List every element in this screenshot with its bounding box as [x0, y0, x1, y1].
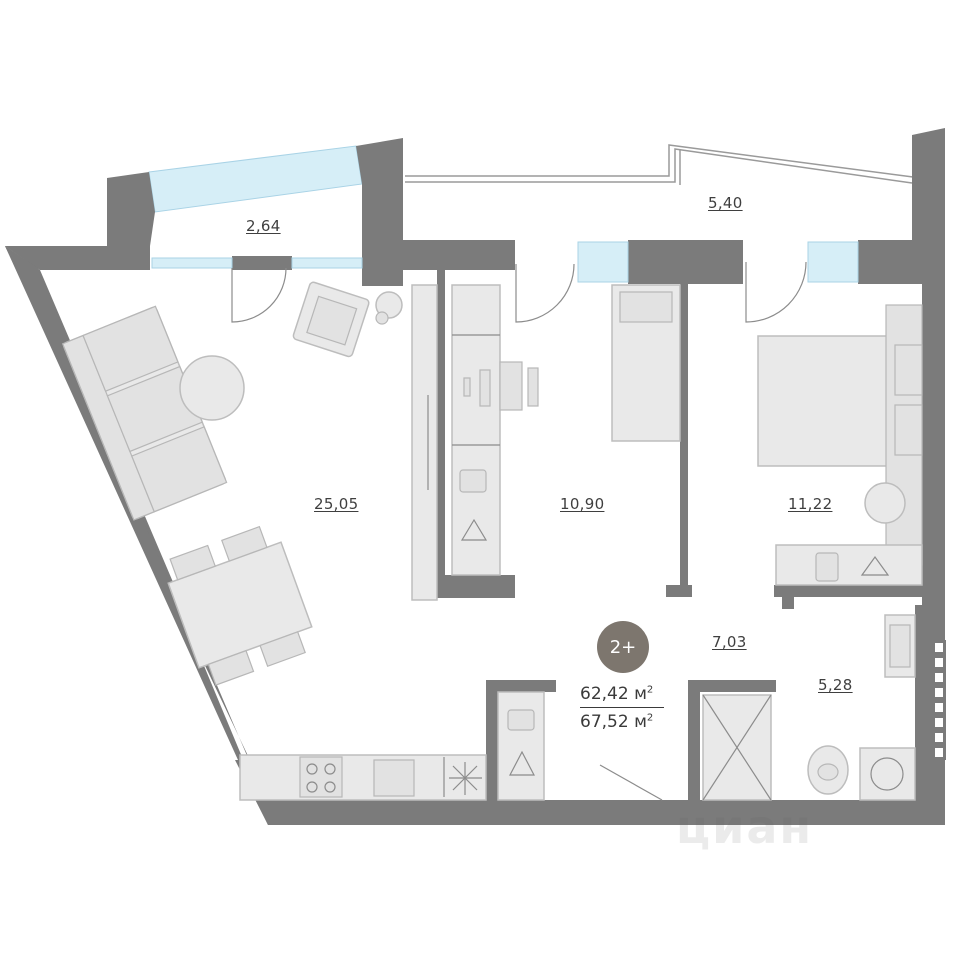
area-totals: 62,42 м2 67,52 м2 — [580, 684, 670, 732]
area-bathroom: 5,28 — [818, 676, 853, 694]
loggia-window — [148, 145, 363, 213]
total-area: 67,52 м2 — [580, 712, 654, 732]
shower — [702, 694, 772, 801]
dining-set — [167, 525, 313, 686]
area-living-kitchen: 25,05 — [314, 495, 359, 513]
area-bedroom-2: 11,22 — [788, 495, 833, 513]
lamp — [375, 311, 389, 325]
window-bedroom-2 — [807, 241, 859, 283]
area-hall: 7,03 — [712, 633, 747, 651]
double-bed — [757, 304, 923, 566]
single-bed — [611, 284, 681, 442]
doors — [231, 261, 807, 801]
window-loggia-right — [291, 257, 363, 269]
wardrobe-hall — [497, 691, 545, 801]
desk-wardrobe — [451, 284, 539, 576]
area-balcony: 5,40 — [708, 194, 743, 212]
toilet — [807, 745, 849, 795]
totals-divider — [580, 707, 664, 708]
balcony-railing — [405, 144, 914, 185]
sink — [884, 614, 916, 678]
armchair — [292, 281, 370, 358]
coffee-table — [179, 355, 245, 421]
wardrobe-living — [411, 284, 438, 601]
washing-machine — [859, 747, 916, 801]
wardrobe-bedroom-2 — [775, 544, 923, 586]
radiator — [932, 640, 946, 760]
vanity-stool — [864, 482, 906, 524]
kitchen-counter — [239, 754, 487, 801]
area-bedroom-1: 10,90 — [560, 495, 605, 513]
area-loggia-left: 2,64 — [246, 217, 281, 235]
living-area: 62,42 м2 — [580, 684, 654, 704]
window-loggia-left — [151, 257, 233, 269]
watermark-logo: циан — [676, 800, 814, 854]
window-bedroom-1 — [577, 241, 629, 283]
sofa — [61, 305, 228, 521]
rooms-badge: 2+ — [597, 621, 649, 673]
